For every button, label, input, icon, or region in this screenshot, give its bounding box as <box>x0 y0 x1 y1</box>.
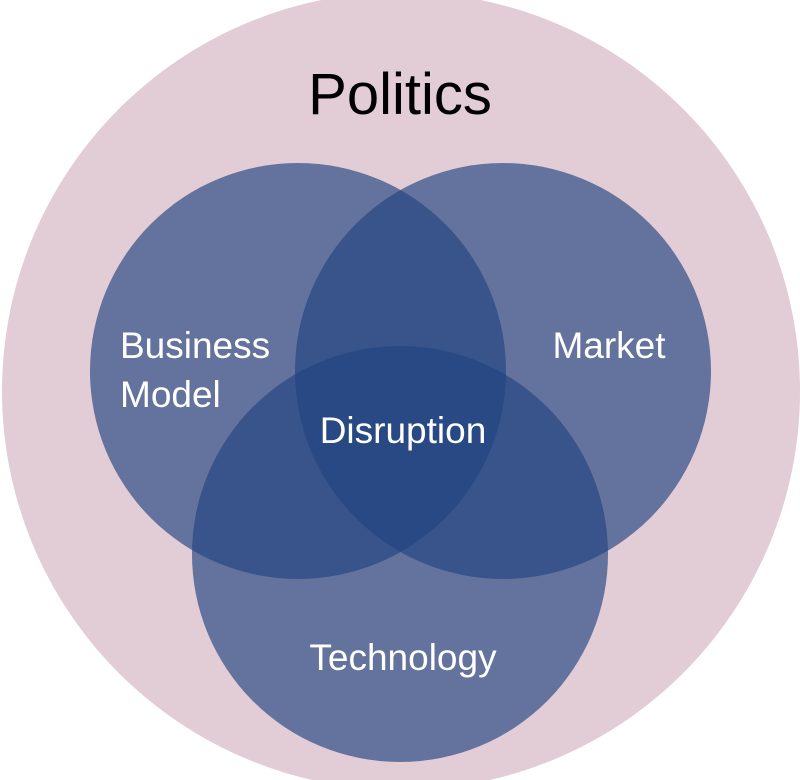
business-model-label-line-2: Model <box>120 374 221 415</box>
business-model-label-line-1: Business <box>120 325 270 366</box>
technology-circle <box>192 346 608 762</box>
market-label: Market <box>552 325 666 366</box>
politics-label: Politics <box>308 62 492 127</box>
business-model-label: Business Model <box>120 325 280 415</box>
disruption-label: Disruption <box>320 410 487 451</box>
technology-label: Technology <box>309 637 497 678</box>
